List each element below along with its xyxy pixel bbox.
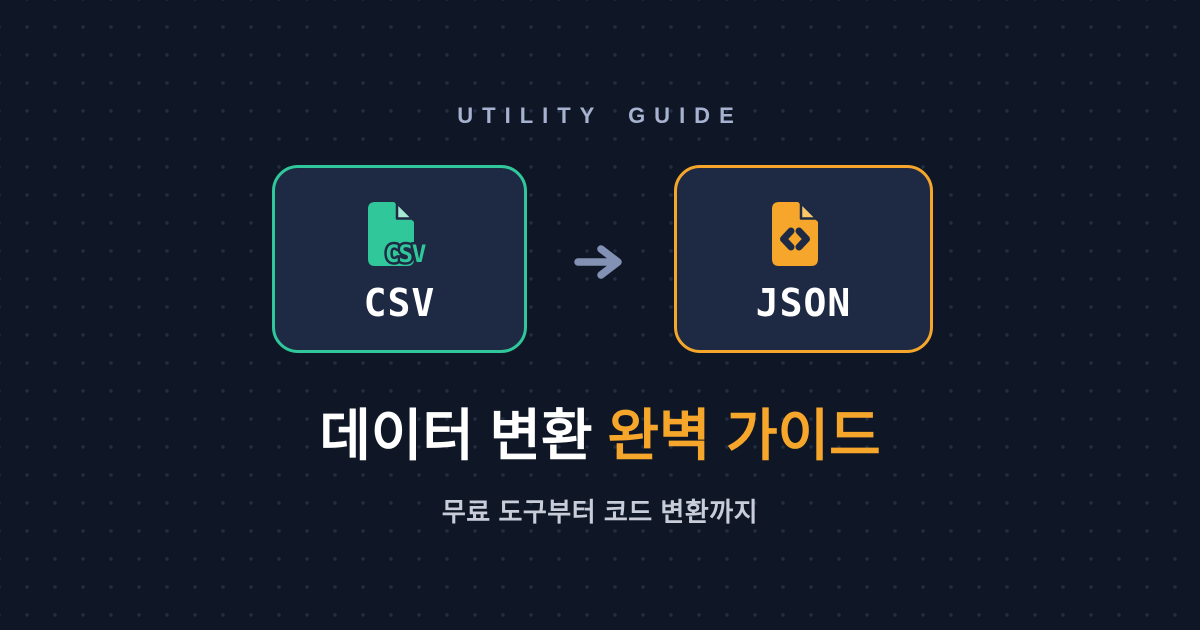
csv-doc-fold: [395, 201, 414, 220]
title-normal: 데이터 변환: [319, 404, 593, 467]
json-card: JSON: [674, 165, 933, 353]
csv-card: CSV CSV: [272, 165, 527, 353]
arrow-right-icon: [574, 245, 622, 279]
json-doc-fold: [799, 201, 818, 220]
kicker-label: UTILITY GUIDE: [457, 103, 743, 128]
json-card-label: JSON: [755, 281, 852, 325]
csv-icon-badge: CSV: [385, 240, 426, 268]
page-subtitle: 무료 도구부터 코드 변환까지: [441, 497, 759, 527]
json-file-icon: [771, 201, 818, 266]
arrow-right-stroke: [574, 245, 622, 279]
csv-card-label: CSV: [363, 281, 436, 325]
title-highlight: 완벽 가이드: [607, 404, 881, 467]
code-brackets-icon: [779, 227, 810, 251]
csv-file-icon: CSV: [367, 201, 429, 271]
